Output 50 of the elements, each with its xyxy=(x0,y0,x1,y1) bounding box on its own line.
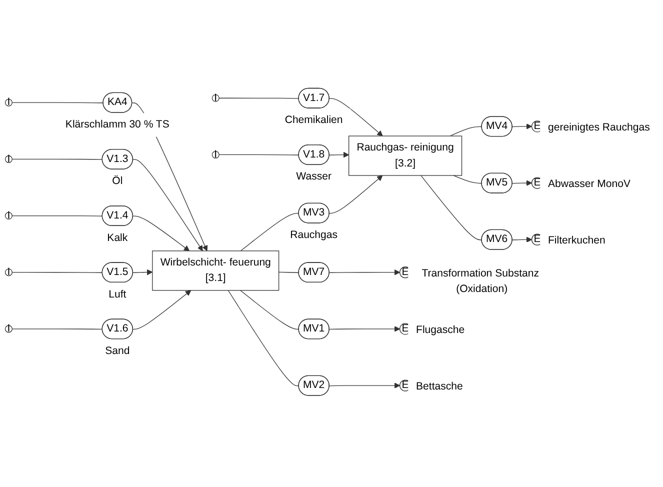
node-box: Wirbelschicht- feuerung [3.1] xyxy=(152,250,280,291)
node-circle: I xyxy=(212,150,220,158)
arrow xyxy=(132,269,153,276)
arrow xyxy=(132,290,192,330)
connector xyxy=(12,272,103,274)
node-label: Bettasche xyxy=(416,380,463,392)
connector xyxy=(240,290,300,330)
connector xyxy=(12,215,103,216)
node-label: Abwasser MonoV xyxy=(548,178,631,190)
node-circle: I xyxy=(212,94,220,102)
connector xyxy=(228,290,300,386)
node-circle: I xyxy=(4,268,12,276)
arrow xyxy=(329,382,400,388)
node-label: Transformation Substanz (Oxidation) xyxy=(422,268,539,295)
arrow xyxy=(329,326,400,332)
connector xyxy=(218,98,300,99)
connector xyxy=(12,158,103,160)
node-label: Kalk xyxy=(107,232,128,244)
arrow xyxy=(512,180,532,186)
node-box: Rauchgas- reinigung [3.2] xyxy=(348,136,462,176)
connector xyxy=(240,212,300,252)
node-label: Wasser xyxy=(296,171,332,182)
connector xyxy=(12,102,104,104)
arrow xyxy=(512,124,532,130)
node-label: Sand xyxy=(105,345,130,357)
connector xyxy=(420,175,482,240)
arrow xyxy=(132,159,203,252)
node-label: Klärschlamm 30 % TS xyxy=(65,119,170,130)
connector xyxy=(278,272,300,274)
node-label: Luft xyxy=(108,288,126,300)
node-circle: I xyxy=(4,155,12,163)
arrow xyxy=(329,98,383,136)
connector xyxy=(218,154,300,156)
arrow xyxy=(329,175,383,214)
arrow xyxy=(512,236,532,242)
node-label: Rauchgas xyxy=(290,229,338,241)
connector xyxy=(12,328,103,330)
arrow xyxy=(329,152,350,158)
node-label: gereinigtes Rauchgas xyxy=(548,122,650,134)
connector xyxy=(450,126,482,136)
node-label: Chemikalien xyxy=(284,114,343,126)
node-label: Filterkuchen xyxy=(548,235,606,246)
connector xyxy=(452,175,482,184)
node-circle: I xyxy=(4,325,12,333)
node-circle: I xyxy=(4,212,12,220)
node-label: Flugasche xyxy=(416,324,465,336)
arrow xyxy=(132,216,190,252)
arrow xyxy=(329,269,400,276)
node-circle: I xyxy=(4,98,12,106)
node-label: Öl xyxy=(112,176,123,187)
